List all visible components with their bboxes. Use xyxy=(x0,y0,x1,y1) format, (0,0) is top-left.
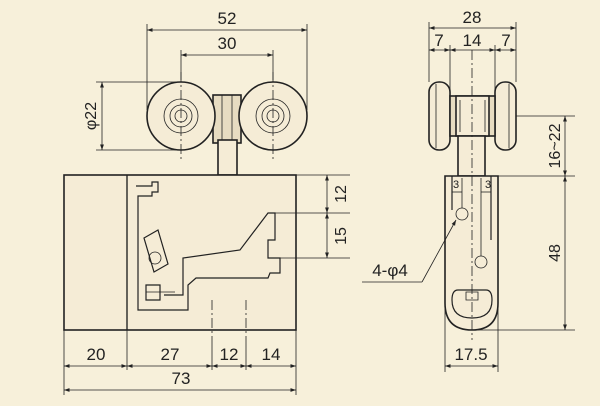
side-wheels xyxy=(428,81,517,151)
side-view: 28 7 14 7 16~22 48 xyxy=(362,8,575,372)
dim-text-phi22: φ22 xyxy=(83,102,100,130)
housing-body xyxy=(63,174,297,331)
dim-text-3-right: 3 xyxy=(485,179,491,191)
dim-text-48: 48 xyxy=(547,244,564,262)
dimension-12-right: 12 xyxy=(275,174,350,214)
dim-text-12-right: 12 xyxy=(333,185,350,203)
dimension-52: 52 xyxy=(146,9,308,110)
dim-text-4-phi4: 4-φ4 xyxy=(372,261,408,280)
hole-callout: 4-φ4 xyxy=(362,219,457,283)
dimension-15-right: 15 xyxy=(280,213,350,259)
side-stem xyxy=(457,135,486,177)
dim-text-20: 20 xyxy=(87,345,106,364)
bottom-dimension-chain: 20 27 12 14 73 xyxy=(63,330,297,395)
side-dimension-28: 28 xyxy=(428,8,517,82)
side-dimension-3-3: 3 3 xyxy=(452,178,491,256)
side-bracket xyxy=(444,175,499,331)
dim-text-16-22: 16~22 xyxy=(547,123,564,168)
side-dimension-17-5: 17.5 xyxy=(444,303,499,372)
dim-text-15-right: 15 xyxy=(333,227,350,245)
dim-text-7-left: 7 xyxy=(434,31,443,50)
side-dimension-48: 48 xyxy=(472,176,575,331)
dim-text-73: 73 xyxy=(172,369,191,388)
dim-text-7-right: 7 xyxy=(501,31,510,50)
dim-text-30: 30 xyxy=(218,34,237,53)
dimension-phi22: φ22 xyxy=(83,81,181,151)
dim-text-3-left: 3 xyxy=(453,179,459,191)
dim-text-28: 28 xyxy=(463,8,482,27)
dimension-30: 30 xyxy=(180,34,274,80)
dim-text-27: 27 xyxy=(161,345,180,364)
side-hub xyxy=(449,95,496,137)
dim-text-14-side: 14 xyxy=(463,31,482,50)
side-dimension-7-14-7: 7 14 7 xyxy=(429,31,516,96)
front-view: 52 30 φ22 12 15 xyxy=(63,9,350,395)
hanger-stem xyxy=(212,94,242,176)
dim-text-17-5: 17.5 xyxy=(454,345,487,364)
side-dimension-16-22: 16~22 xyxy=(498,115,575,177)
dim-text-14: 14 xyxy=(262,345,281,364)
dim-text-52: 52 xyxy=(218,9,237,28)
dim-text-12-bottom: 12 xyxy=(220,345,239,364)
